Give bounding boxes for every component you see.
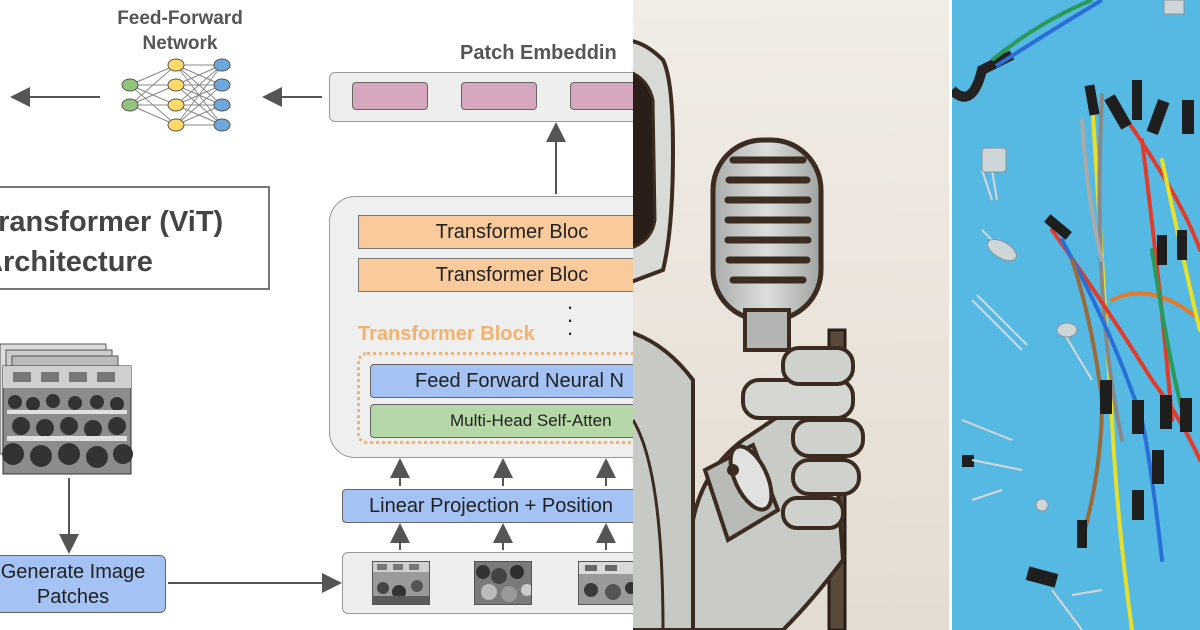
classroom-photo-stack xyxy=(0,343,133,475)
jumper-wires-photo xyxy=(952,0,1200,630)
multi-head-attention-box: Multi-Head Self-Atten xyxy=(370,404,633,438)
microphone-icon xyxy=(710,137,824,352)
generate-patches-line2: Patches xyxy=(36,586,110,608)
neural-network-icon xyxy=(121,58,231,132)
transformer-block-2: Transformer Bloc xyxy=(358,258,633,292)
generate-patches-box: Generate Image Patches xyxy=(0,555,166,613)
generate-patches-line1: Generate Image xyxy=(0,561,146,583)
linear-projection-box: Linear Projection + Position xyxy=(342,489,633,523)
transformer-block-1-label: Transformer Bloc xyxy=(435,221,589,243)
image-patch-thumbnail xyxy=(474,561,532,605)
robot-shoulder xyxy=(633,330,695,630)
robot-hand xyxy=(691,346,865,630)
ffn-title-line1: Feed-Forward xyxy=(117,8,243,29)
image-patch-thumbnail xyxy=(578,561,633,605)
embedding-slot xyxy=(570,82,633,110)
robot-microphone-panel xyxy=(633,0,949,630)
architecture-title-line2: Architecture xyxy=(0,246,153,278)
embedding-slot xyxy=(352,82,428,110)
transformer-block-1: Transformer Bloc xyxy=(358,215,633,249)
ffn-title-line2: Network xyxy=(142,33,218,54)
robot-microphone-illustration xyxy=(633,0,949,630)
image-patch-thumbnail xyxy=(372,561,430,605)
jumper-wires-panel xyxy=(952,0,1200,630)
diagram-arrows xyxy=(10,87,616,593)
vit-diagram-panel: Feed-Forward Network Patch Embeddin Tran… xyxy=(0,6,633,614)
ellipsis-dots: ··· xyxy=(566,294,574,345)
embedding-slot xyxy=(461,82,537,110)
transformer-block-2-label: Transformer Bloc xyxy=(435,264,589,286)
robot-head xyxy=(633,39,676,284)
transformer-block-label: Transformer Block xyxy=(358,323,535,345)
ffn-title: Feed-Forward Network xyxy=(95,6,265,56)
transformer-block-outline xyxy=(357,352,633,444)
architecture-title-box: Transformer (ViT) Architecture xyxy=(0,186,270,290)
architecture-title: Transformer (ViT) Architecture xyxy=(0,202,223,282)
feed-forward-nn-box: Feed Forward Neural N xyxy=(370,364,633,398)
architecture-title-line1: Transformer (ViT) xyxy=(0,206,224,238)
panel-divider xyxy=(949,0,952,630)
patch-embedding-title: Patch Embeddin xyxy=(460,42,617,64)
